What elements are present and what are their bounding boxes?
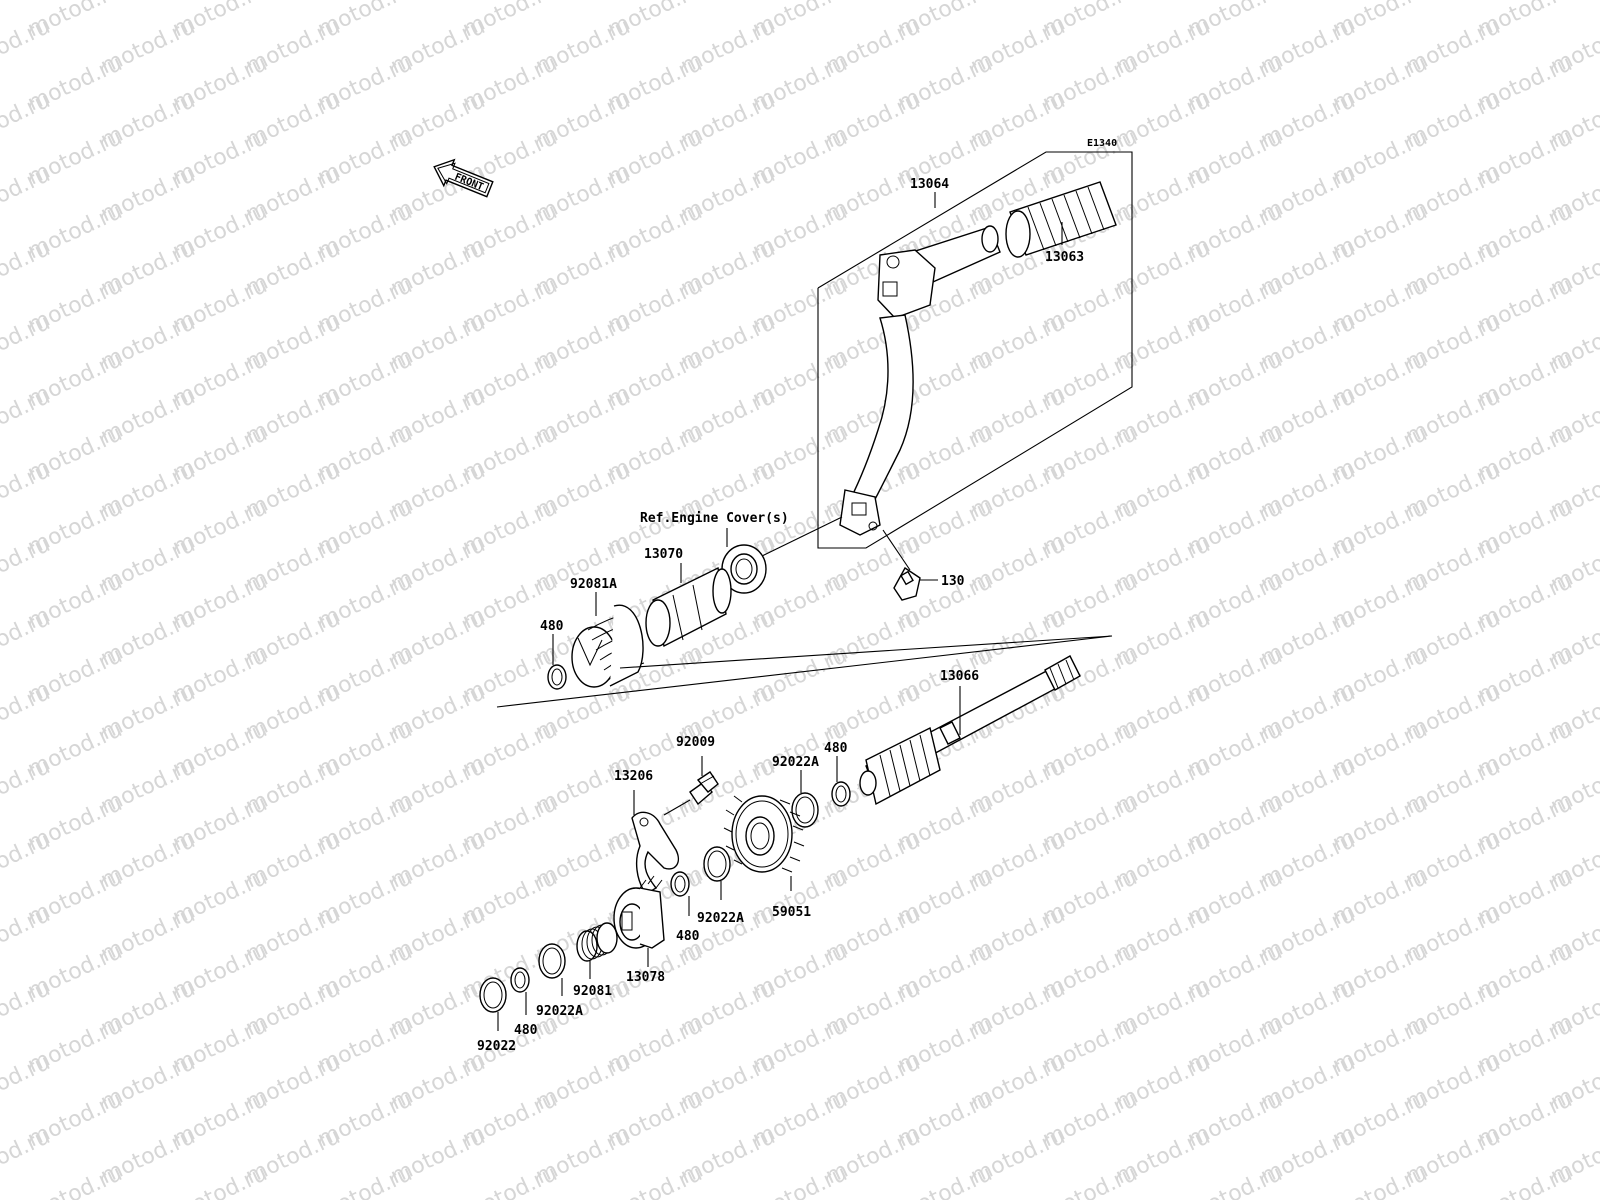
watermark-text: motod.ru — [0, 828, 54, 893]
label-13070: 13070 — [644, 547, 683, 562]
washer-92022A-upper — [791, 792, 819, 828]
label-92022: 92022 — [477, 1039, 516, 1054]
pedal-bolt — [882, 529, 921, 601]
watermark-text: motod.ru — [0, 902, 54, 967]
label-13063: 13063 — [1045, 250, 1084, 265]
washer-92022 — [479, 977, 507, 1013]
axis-line-upper — [761, 516, 843, 557]
label-92022A-upper: 92022A — [772, 755, 819, 770]
circlip-480-lower — [510, 967, 530, 993]
watermark-text: motod.ru — [0, 0, 54, 5]
watermark-text: motod.ru — [0, 384, 54, 449]
watermark-text: motod.ru — [0, 162, 54, 227]
diagram-code: E1340 — [1087, 138, 1117, 149]
watermark-text: motod.ru — [0, 458, 54, 523]
label-13066: 13066 — [940, 669, 979, 684]
spring-guide — [645, 566, 732, 648]
washer-92022A-middle — [703, 846, 731, 882]
label-13064: 13064 — [910, 177, 949, 192]
label-92081A: 92081A — [570, 577, 617, 592]
watermark-text: motod.ru — [0, 88, 54, 153]
watermark-text: motod.ru — [0, 236, 54, 301]
watermark-text: motod.ru — [0, 532, 54, 597]
label-92022A-lower: 92022A — [536, 1004, 583, 1019]
oil-seal — [721, 544, 767, 594]
label-130: 130 — [941, 574, 965, 589]
watermark-text: motod.ru — [1329, 1161, 1431, 1200]
watermark-text: motod.ru — [459, 1161, 561, 1200]
watermark-text: motod.ru — [0, 754, 54, 819]
ratchet-gear — [613, 875, 665, 949]
label-59051: 59051 — [772, 905, 811, 920]
kick-pedal-arm — [839, 225, 1001, 536]
label-480-middle: 480 — [676, 929, 700, 944]
leader-lines — [497, 192, 1063, 1031]
ratchet-stopper — [631, 799, 691, 895]
circlip-480-middle — [670, 871, 690, 897]
watermark-text: motod.ru — [0, 680, 54, 745]
label-480-lower: 480 — [514, 1023, 538, 1038]
assembly-box — [817, 151, 1133, 549]
label-92009: 92009 — [676, 735, 715, 750]
watermark-text: motod.ru — [24, 1161, 126, 1200]
watermark-text: motod.ru — [1039, 1161, 1141, 1200]
ratchet-spring — [576, 922, 618, 962]
stopper-bolt — [689, 771, 719, 806]
watermark-text: motod.ru — [1184, 1161, 1286, 1200]
ref-note: Ref.Engine Cover(s) — [640, 511, 789, 526]
watermark-text: motod.ru — [1474, 1161, 1576, 1200]
label-92022A-middle: 92022A — [697, 911, 744, 926]
pedal-grip — [1005, 181, 1117, 258]
watermark-text: motod.ru — [604, 1161, 706, 1200]
watermark-text: motod.ru — [749, 1161, 851, 1200]
kick-spring-large — [571, 604, 645, 688]
label-480-shaft: 480 — [824, 741, 848, 756]
watermark-text: motod.ru — [0, 976, 54, 1041]
watermark-text: motod.ru — [0, 310, 54, 375]
watermark-text: motod.ru — [314, 1161, 416, 1200]
washer-92022A-lower — [538, 943, 566, 979]
watermark-text: motod.ru — [0, 606, 54, 671]
circlip-480-shaft — [831, 781, 851, 807]
watermark-text: motod.ru — [0, 1124, 54, 1189]
watermark-text: motod.ru — [0, 14, 54, 79]
label-13206: 13206 — [614, 769, 653, 784]
kick-shaft — [859, 655, 1081, 806]
label-13078: 13078 — [626, 970, 665, 985]
watermark-text: motod.ru — [894, 1161, 996, 1200]
watermark-text: motod.ru — [0, 1050, 54, 1115]
label-92081: 92081 — [573, 984, 612, 999]
explosion-lines — [496, 635, 1113, 708]
label-480-top: 480 — [540, 619, 564, 634]
watermark-text: motod.ru — [169, 1161, 271, 1200]
kick-gear — [723, 795, 805, 873]
circlip-480-top — [547, 664, 567, 690]
